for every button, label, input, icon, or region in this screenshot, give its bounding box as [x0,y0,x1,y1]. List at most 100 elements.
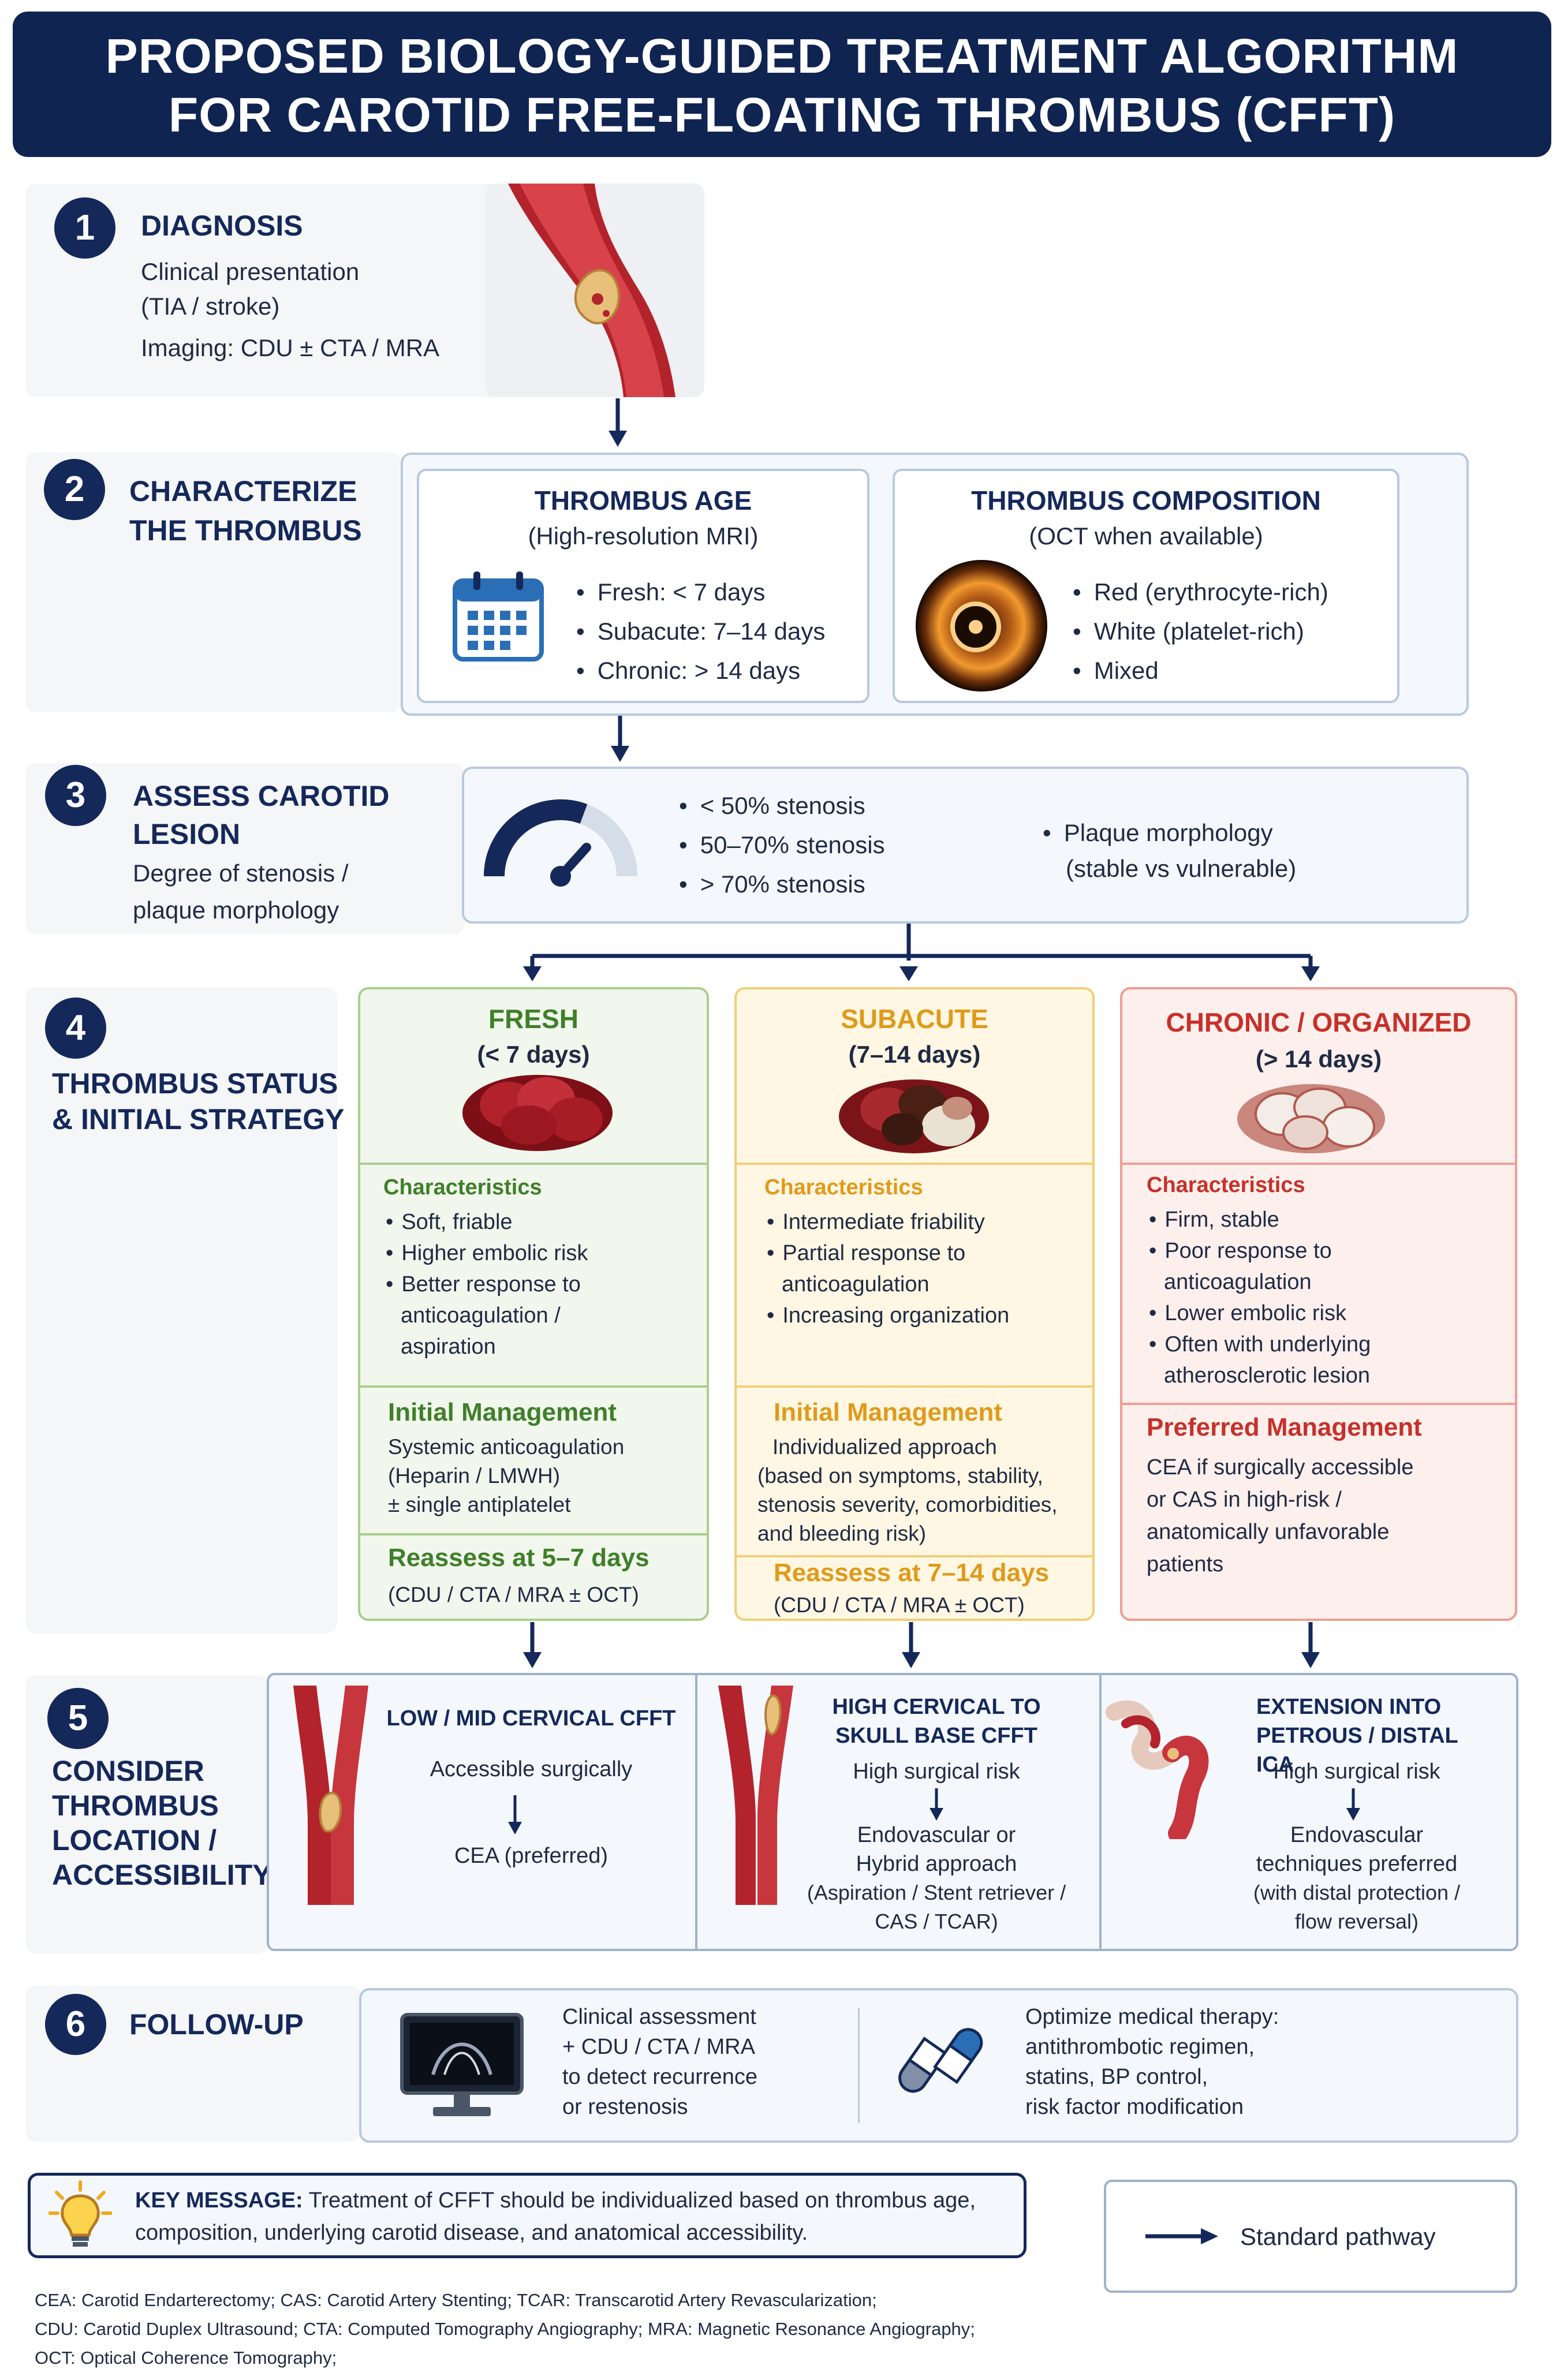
chronic-char-item: Poor response to anticoagulation [1139,1235,1360,1298]
high-cervical-line1: High surgical risk [853,1759,1020,1784]
petrous-ica-icon [1103,1689,1230,1843]
thrombus-age-subtitle: (High-resolution MRI) [528,522,759,550]
footnote-line: CEA: Carotid Endarterectomy; CAS: Caroti… [35,2290,877,2310]
thrombus-composition-item: Mixed [1073,651,1328,690]
subacute-thrombus-icon [836,1068,992,1163]
key-message-label: KEY MESSAGE: [135,2188,303,2213]
step5-number: 5 [47,1688,109,1749]
high-cervical-line4: (Aspiration / Stent retriever / [807,1881,1066,1904]
thrombus-age-list: Fresh: < 7 days Subacute: 7–14 days Chro… [576,573,826,690]
subacute-mgmt-line: Individualized approach [772,1435,997,1459]
high-cervical-line3: Hybrid approach [856,1852,1017,1876]
chronic-char-list: Firm, stable Poor response to anticoagul… [1139,1204,1496,1391]
fresh-reassess-title: Reassess at 5–7 days [388,1544,650,1572]
chronic-column: CHRONIC / ORGANIZED (> 14 days) Characte… [1120,987,1517,1621]
step6-left-line: or restenosis [562,2095,688,2119]
subacute-divider-3 [737,1555,1092,1557]
step5-divider-1 [695,1675,697,1949]
chronic-divider-2 [1122,1403,1515,1405]
step6-left-line: to detect recurrence [562,2065,757,2089]
chronic-range: (> 14 days) [1255,1045,1382,1073]
subacute-char-item: Increasing organization [756,1300,1080,1331]
step6-right-line: risk factor modification [1025,2095,1244,2119]
subacute-char-item: Intermediate friability [756,1206,1080,1238]
footnote-line: CDU: Carotid Duplex Ultrasound; CTA: Com… [35,2319,975,2339]
extension-line3: techniques preferred [1256,1852,1458,1876]
chronic-mgmt-line: anatomically unfavorable [1147,1520,1390,1544]
footnotes: CEA: Carotid Endarterectomy; CAS: Caroti… [35,2286,1536,2372]
step4-label-panel [25,987,337,1634]
fresh-title: FRESH [488,1004,578,1034]
chronic-char-title: Characteristics [1147,1173,1305,1197]
extension-title: EXTENSION INTO PETROUS / DISTAL ICA [1230,1692,1472,1779]
plaque-line1: Plaque morphology [1063,819,1273,846]
fresh-mgmt-line: (Heparin / LMWH) [388,1464,561,1488]
step1-line2: (TIA / stroke) [141,293,280,320]
thrombus-age-box: THROMBUS AGE (High-resolution MRI) Fresh… [417,469,869,703]
chronic-mgmt-line: or CAS in high-risk / [1147,1488,1342,1512]
legend-label: Standard pathway [1240,2223,1436,2250]
fresh-reassess-sub: (CDU / CTA / MRA ± OCT) [388,1583,639,1606]
step3-line1: Degree of stenosis / [133,860,349,887]
subacute-mgmt-line: (based on symptoms, stability, [757,1464,1043,1488]
step6-left-line: + CDU / CTA / MRA [562,2035,755,2059]
thrombus-composition-box: THROMBUS COMPOSITION (OCT when available… [893,469,1399,703]
lightbulb-icon [48,2180,113,2254]
thrombus-age-title: THROMBUS AGE [534,485,752,515]
legend-arrow-icon [1145,2228,1218,2244]
high-cervical-title: HIGH CERVICAL TO SKULL BASE CFFT [792,1692,1081,1750]
step3-line2: plaque morphology [133,896,339,924]
chronic-mgmt-line: CEA if surgically accessible [1147,1455,1414,1479]
arrows-step4-to-step5 [523,1622,1320,1668]
high-cervical-arrow [930,1788,943,1821]
thrombus-age-item: Subacute: 7–14 days [576,612,826,651]
branch-arrows-step3-to-step4 [523,924,1320,981]
step2-title-line1: CHARACTERIZE [129,475,357,507]
step3-title-line2: LESION [133,818,241,850]
thrombus-composition-item: Red (erythrocyte-rich) [1073,573,1328,612]
fresh-divider-2 [360,1385,707,1388]
chronic-char-item: Firm, stable [1139,1204,1496,1235]
subacute-mgmt-title: Initial Management [774,1398,1003,1426]
page-header: PROPOSED BIOLOGY-GUIDED TREATMENT ALGORI… [13,12,1551,157]
low-mid-carotid-icon [276,1686,380,1908]
step5-title-line: ACCESSIBILITY [52,1859,272,1891]
ultrasound-monitor-icon [398,2011,525,2124]
step4-title-line2: & INITIAL STRATEGY [52,1103,345,1135]
chronic-title: CHRONIC / ORGANIZED [1166,1007,1472,1037]
subacute-title: SUBACUTE [841,1004,988,1034]
fresh-char-title: Characteristics [383,1175,542,1200]
key-message-text: KEY MESSAGE: Treatment of CFFT should be… [135,2184,1018,2249]
extension-line4: (with distal protection / [1253,1881,1461,1904]
arrow-step2-to-step3 [611,716,629,762]
pills-icon [888,2016,992,2105]
subacute-divider-1 [737,1163,1092,1165]
step5-divider-2 [1099,1675,1102,1949]
low-mid-arrow [508,1795,522,1834]
subacute-char-title: Characteristics [764,1175,923,1200]
plaque-line2: (stable vs vulnerable) [1066,855,1297,882]
high-cervical-line2: Endovascular or [857,1823,1016,1847]
title-line-1: PROPOSED BIOLOGY-GUIDED TREATMENT ALGORI… [105,29,1459,83]
fresh-divider-3 [360,1533,707,1535]
subacute-reassess-sub: (CDU / CTA / MRA ± OCT) [774,1593,1025,1617]
oct-image-icon [913,558,1050,697]
stenosis-list: < 50% stenosis 50–70% stenosis > 70% ste… [679,786,885,904]
key-message-box [28,2173,1027,2258]
stenosis-item: > 70% stenosis [679,865,885,904]
stenosis-item: 50–70% stenosis [679,825,885,865]
stenosis-gauge-icon [483,790,639,891]
low-mid-line2: CEA (preferred) [454,1844,609,1868]
subacute-range: (7–14 days) [848,1041,981,1068]
step6-right-line: statins, BP control, [1025,2065,1208,2089]
high-cervical-carotid-icon [707,1686,805,1908]
step4-number: 4 [45,997,106,1059]
thrombus-composition-subtitle: (OCT when available) [1029,522,1263,550]
carotid-artery-illustration [485,184,704,397]
step3-title-line1: ASSESS CAROTID [133,780,390,812]
extension-line2: Endovascular [1290,1823,1424,1847]
extension-arrow [1346,1788,1360,1821]
chronic-mgmt-lines: CEA if surgically accessible or CAS in h… [1147,1451,1414,1581]
step6-divider [858,2008,860,2123]
step2-title-line2: THE THROMBUS [129,514,362,547]
